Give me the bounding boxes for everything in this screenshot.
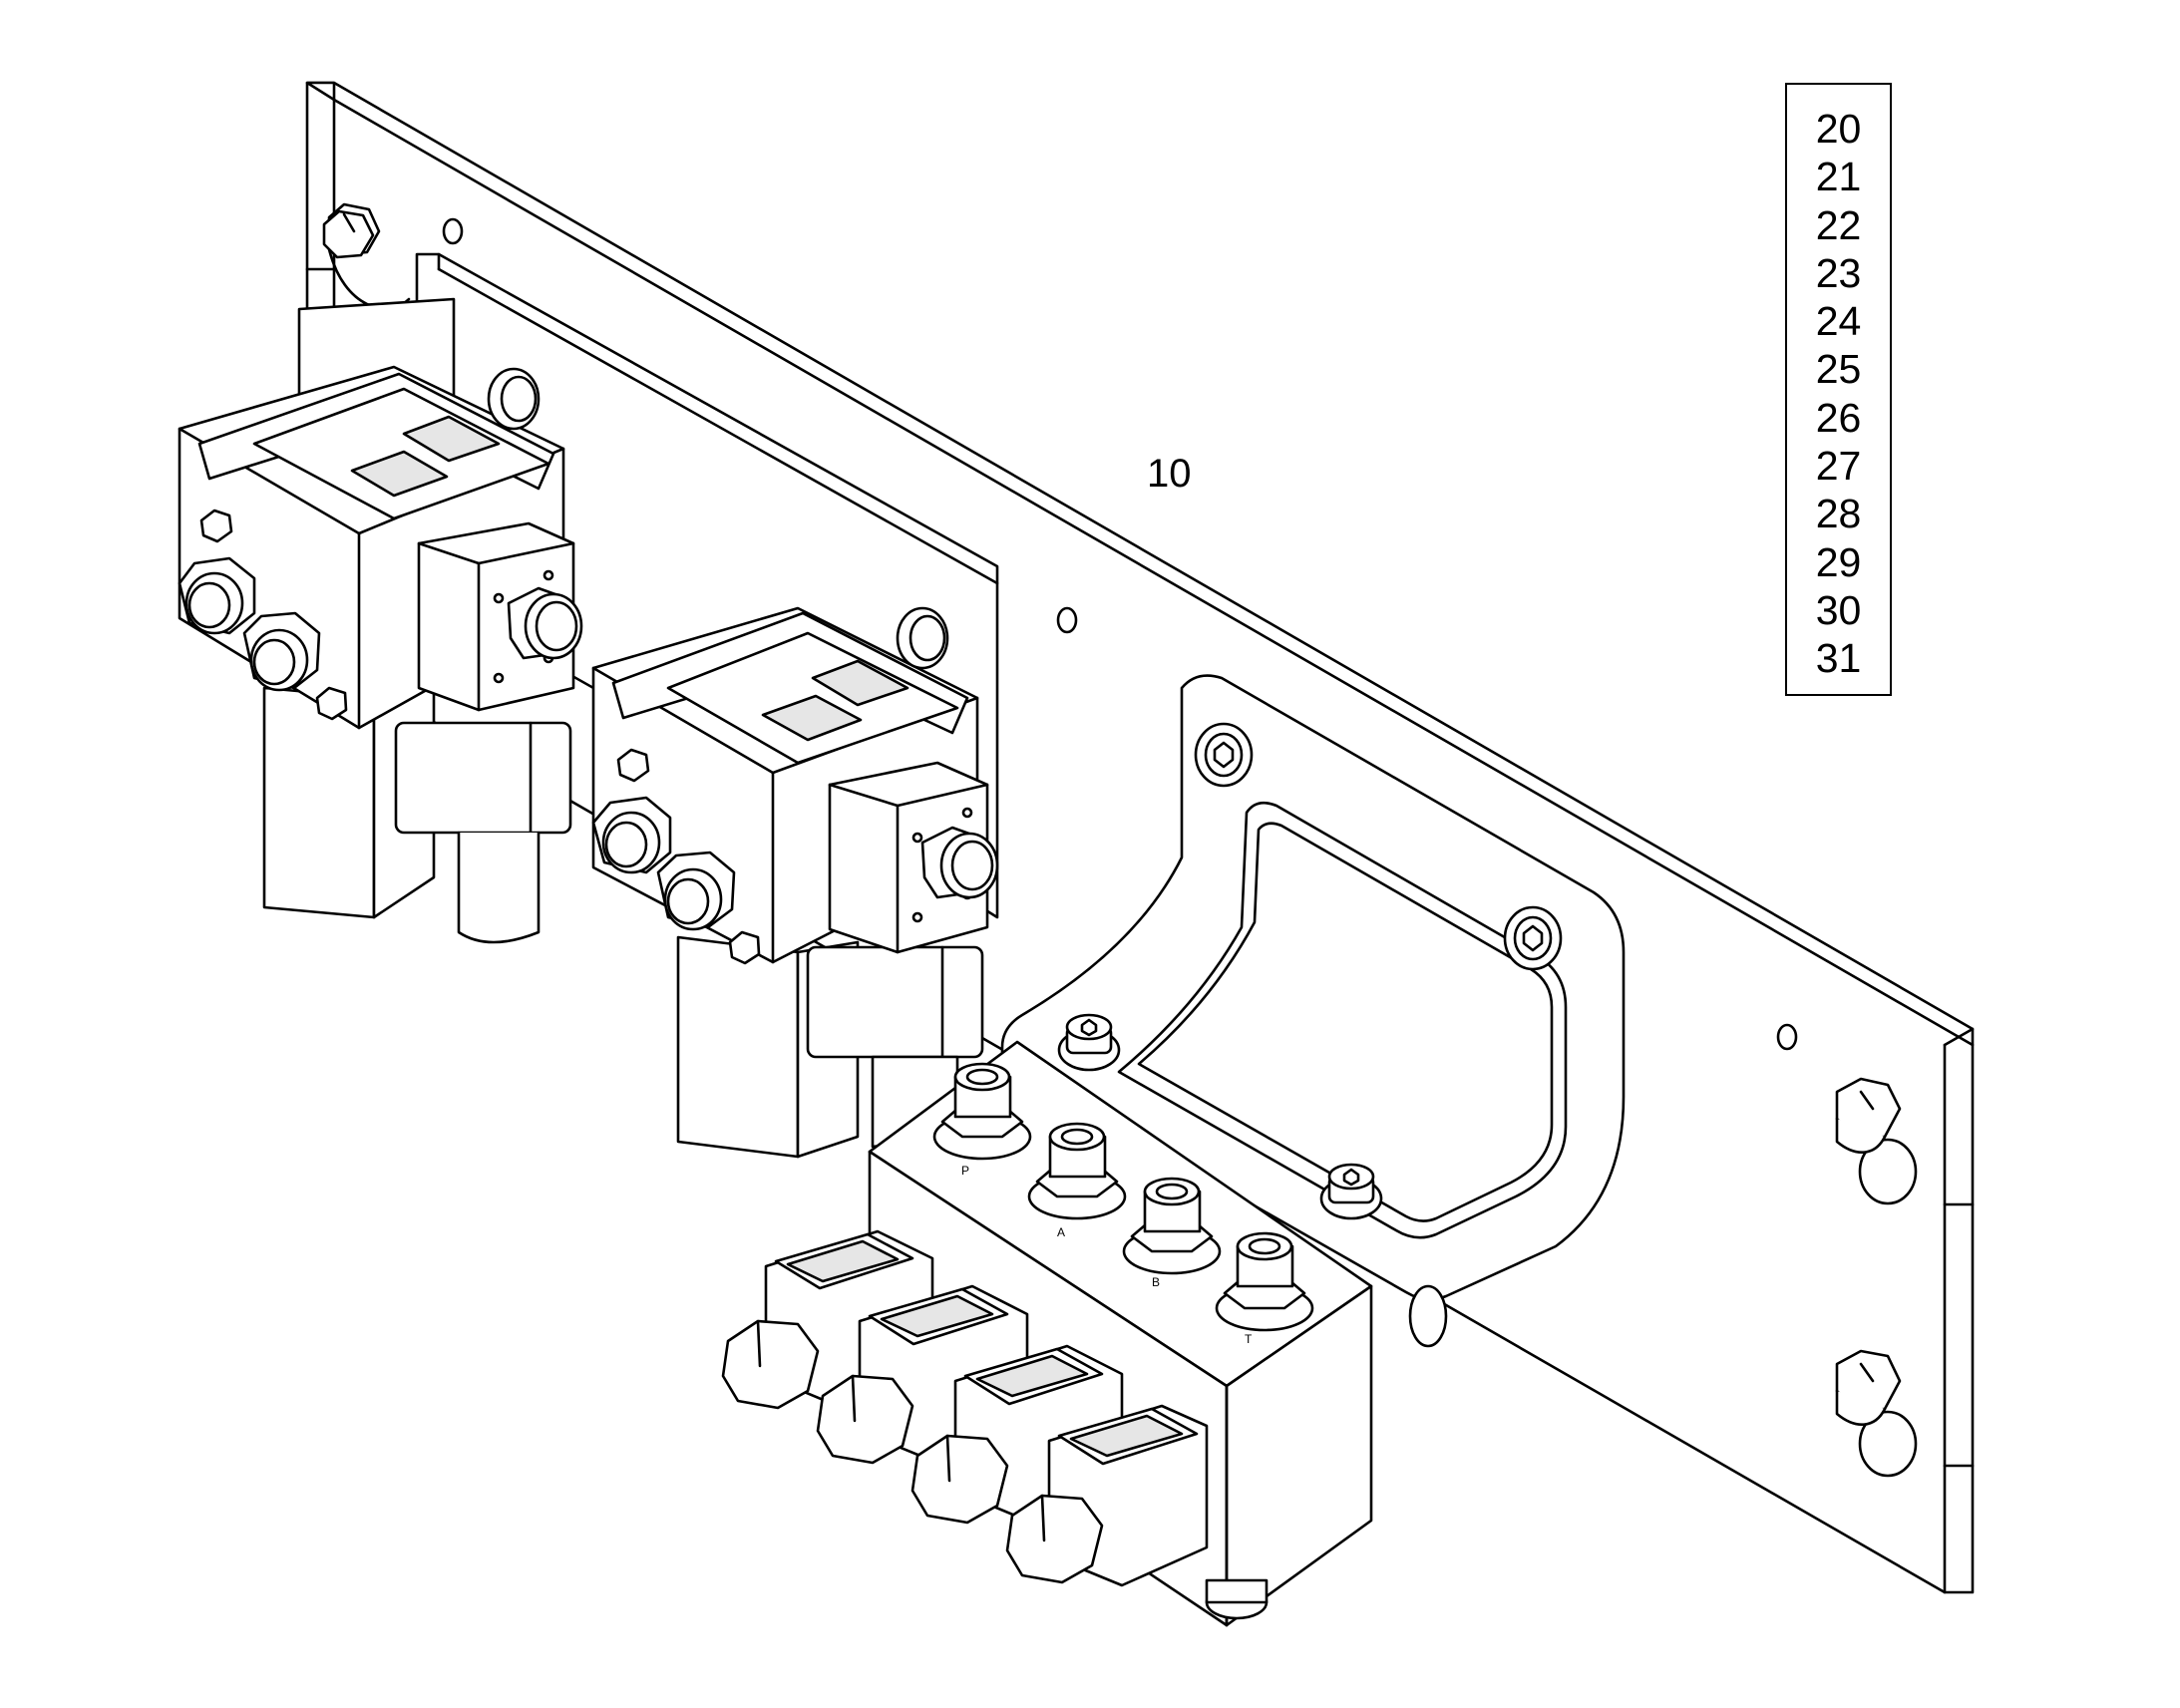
hydraulic-fitting-icon — [593, 798, 670, 872]
bolt-icon — [324, 204, 409, 308]
legend-item: 26 — [1815, 394, 1862, 441]
hydraulic-fitting-icon — [509, 588, 581, 658]
hydraulic-fitting-icon — [898, 608, 947, 668]
hydraulic-fitting-icon: A — [1029, 1124, 1125, 1239]
hydraulic-fitting-icon — [244, 613, 319, 690]
hydraulic-fitting-icon — [489, 369, 539, 429]
hydraulic-fitting-icon — [180, 558, 254, 633]
legend-item: 31 — [1815, 635, 1862, 682]
legend-item: 22 — [1815, 201, 1862, 248]
legend-item: 29 — [1815, 538, 1862, 585]
hydraulic-fitting-icon — [658, 853, 734, 929]
hydraulic-fitting-icon: T — [1217, 1233, 1312, 1346]
hydraulic-fitting-icon — [922, 828, 997, 897]
socket-screw-icon — [1196, 724, 1252, 786]
svg-text:P: P — [961, 1164, 969, 1178]
legend-item: 25 — [1815, 346, 1862, 393]
solenoid-cartridge-stack — [723, 1231, 1207, 1585]
socket-screw-icon — [1059, 1015, 1119, 1070]
legend-item: 24 — [1815, 298, 1862, 345]
hydraulic-fitting-icon: P — [934, 1064, 1030, 1178]
assembly-part-number: 10 — [1147, 452, 1192, 496]
legend-item: 27 — [1815, 443, 1862, 490]
legend-item: 21 — [1815, 154, 1862, 200]
socket-screw-icon — [1321, 1165, 1381, 1218]
svg-text:T: T — [1245, 1332, 1253, 1346]
socket-screw-icon — [1505, 907, 1561, 969]
solenoid-valve-1 — [180, 367, 581, 942]
legend-item: 23 — [1815, 249, 1862, 296]
legend-item: 28 — [1815, 491, 1862, 537]
bolt-icon — [1837, 1351, 1916, 1476]
hydraulic-fitting-icon: B — [1124, 1179, 1220, 1289]
bolt-icon — [1837, 1079, 1916, 1203]
legend-item: 30 — [1815, 586, 1862, 633]
legend-item: 20 — [1815, 106, 1862, 152]
part-number-legend: 20 21 22 23 24 25 26 27 28 29 30 31 — [1785, 83, 1892, 696]
svg-text:B: B — [1152, 1275, 1160, 1289]
solenoid-valve-2 — [593, 608, 997, 1157]
svg-text:A: A — [1057, 1225, 1065, 1239]
solenoid-cartridge-4 — [1007, 1406, 1207, 1585]
